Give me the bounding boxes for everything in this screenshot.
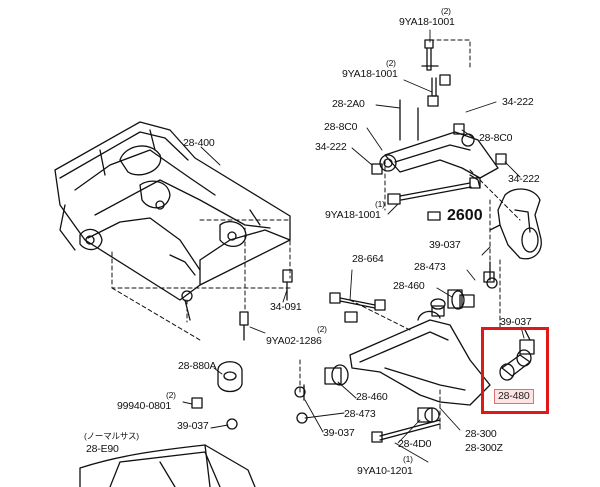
brace-drawing <box>79 444 256 487</box>
lower-arm-drawing <box>324 289 491 443</box>
qty-label: (2) <box>166 390 176 400</box>
part-label: 39-037 <box>177 420 209 432</box>
part-label: 28-473 <box>344 408 376 420</box>
part-label: 28-300Z <box>465 442 503 454</box>
highlighted-part-label: 28-480 <box>494 389 534 404</box>
part-label: 28-8C0 <box>324 121 358 133</box>
part-label: 39-037 <box>500 316 532 328</box>
bolt-label: 9YA18-1001 <box>399 16 455 28</box>
bolt-label: 9YA18-1001 <box>325 209 381 221</box>
part-label: 34-091 <box>270 301 302 313</box>
subframe-drawing <box>54 121 291 321</box>
bushing-bolt-drawing <box>329 277 498 323</box>
leader-lines <box>182 29 525 463</box>
part-label: 28-460 <box>356 391 388 403</box>
qty-label: (1) <box>375 199 385 209</box>
note-label: (ノーマルサス) <box>84 431 139 441</box>
part-label: 39-037 <box>323 427 355 439</box>
top-bolts-drawing <box>399 39 451 141</box>
bolt-label: 9YA18-1001 <box>342 68 398 80</box>
highlight-box <box>481 327 549 414</box>
part-label: 28-4D0 <box>398 438 432 450</box>
qty-label: (2) <box>317 324 327 334</box>
reference-label: 2600 <box>447 207 483 224</box>
part-label: 39-037 <box>429 239 461 251</box>
part-label: 28-300 <box>465 428 497 440</box>
left-small-parts-drawing <box>191 269 308 430</box>
qty-label: (2) <box>386 58 396 68</box>
part-label: 28-8C0 <box>479 132 513 144</box>
bolt-label: 9YA10-1201 <box>357 465 413 477</box>
part-label: 28-460 <box>393 280 425 292</box>
part-label: 28-400 <box>183 137 215 149</box>
long-bolt-drawing <box>387 177 481 205</box>
part-label: 34-222 <box>508 173 540 185</box>
part-label: 28-880A <box>178 360 217 372</box>
bolt-label: 9YA02-1286 <box>266 335 322 347</box>
part-label: 28-473 <box>414 261 446 273</box>
qty-label: (2) <box>441 6 451 16</box>
part-label: 34-222 <box>315 141 347 153</box>
highlighted-bushing-drawing <box>499 329 535 381</box>
part-label: 28-E90 <box>86 443 119 455</box>
knuckle-drawing <box>427 188 542 283</box>
part-label: 28-2A0 <box>332 98 365 110</box>
qty-label: (1) <box>403 454 413 464</box>
bolt-label: 99940-0801 <box>117 400 172 412</box>
part-label: 28-664 <box>352 253 384 265</box>
part-label: 34-222 <box>502 96 534 108</box>
